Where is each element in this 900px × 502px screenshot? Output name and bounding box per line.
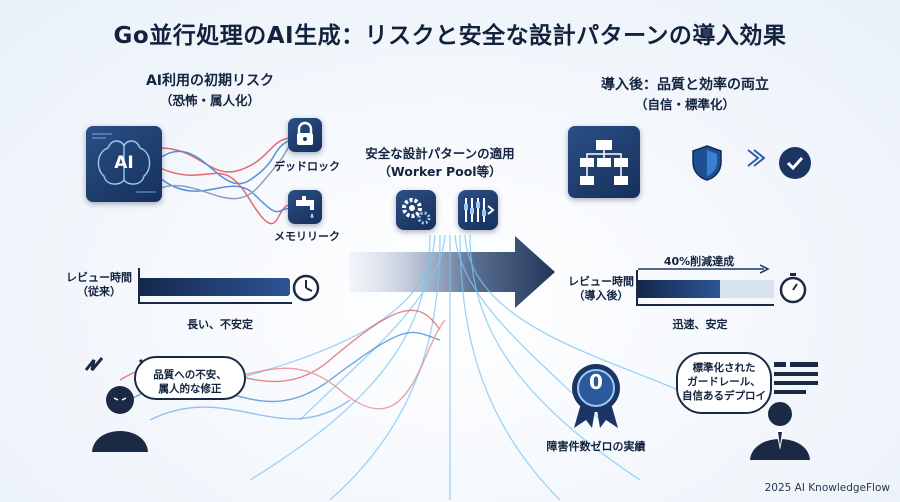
reduction-label: 40%削減達成 [663,255,735,268]
review-time-after-line1: レビュー時間 [568,275,634,288]
review-time-before-note: 長い、不安定 [187,318,253,331]
footer-credit: 2025 AI KnowledgeFlow [764,482,890,494]
page-title: Go並行処理のAI生成：リスクと安全な設計パターンの導入効果 [113,23,787,49]
award-badge-icon [572,364,620,428]
reduction-arrow [638,264,770,274]
gears-icon [402,198,431,225]
stopwatch-icon [779,273,807,304]
lock-icon-box [288,118,322,152]
brain-icon [92,133,156,193]
review-time-after-label: レビュー時間 （導入後） [566,275,636,303]
center-section-title: 安全な設計パターンの適用 [365,146,515,161]
right-section-title: 導入後：品質と効率の両立 [601,77,769,93]
hierarchy-icon [580,140,628,185]
review-time-after-line2: （導入後） [573,289,629,302]
document-list-icon [774,362,818,394]
right-section-subtitle: （自信・標準化） [634,97,735,112]
review-time-after-chart [636,270,774,306]
left-section-subtitle: （恐怖・属人化） [159,93,260,108]
worker-pool-icon [464,198,495,222]
anxiety-bubble-line2: 属人的な修正 [158,383,222,395]
ai-label: AI [114,153,134,173]
stressed-person-icon [84,357,156,452]
confidence-bubble-line2: ガードレール、 [687,376,761,388]
shield-icon [692,145,722,181]
badge-value: 0 [589,370,603,394]
transition-arrow [350,236,555,308]
ai-brain-panel: AI [86,126,162,202]
lock-icon [297,121,313,145]
anxiety-thought-bubble: 品質への不安、 属人的な修正 [134,356,246,400]
review-time-before-line1: レビュー時間 [66,271,132,284]
clock-icon [292,274,320,302]
review-time-before-chart [138,268,292,304]
badge-label: 障害件数ゼロの実績 [546,440,646,453]
review-time-before-bar [140,278,290,296]
confidence-bubble-line1: 標準化された [692,362,756,374]
review-time-after-bar [638,280,720,298]
confidence-bubble-line3: 自信あるデプロイ [682,390,766,402]
confidence-thought-bubble: 標準化された ガードレール、 自信あるデプロイ [676,352,772,414]
gears-icon-box [396,190,436,230]
worker-pool-icon-box [458,190,498,230]
anxiety-bubble-line1: 品質への不安、 [153,369,227,381]
confident-person-icon [750,402,810,460]
left-section-title: AI利用の初期リスク [145,73,275,89]
review-time-after-note: 迅速、安定 [672,318,728,331]
review-time-before-label: レビュー時間 （従来） [64,271,134,299]
review-time-before-line2: （従来） [77,285,121,298]
structured-flow-box [568,126,640,198]
checkmark-icon [779,147,811,179]
risk-memory-leak-label: メモリリーク [274,230,340,243]
center-section-subtitle: （Worker Pool等） [378,164,502,179]
leaking-faucet-icon [296,196,314,218]
faucet-icon-box [288,190,322,224]
risk-deadlock-label: デッドロック [274,160,340,173]
